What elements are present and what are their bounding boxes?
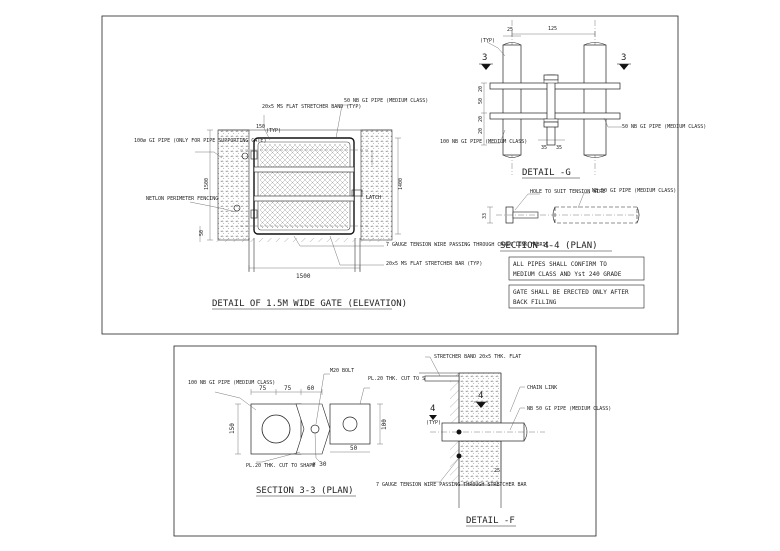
gate-netlon-label: NETLON PERIMETER FENCING (146, 196, 218, 202)
detail-g-left-pipe (502, 44, 522, 156)
detail-g-title: DETAIL -G (522, 168, 571, 178)
gate-pipe-100-label: 100ø GI PIPE (ONLY FOR PIPE SUPPORTING G… (134, 138, 266, 144)
detail-g-dim-20c: 20 (478, 128, 484, 134)
top-frame (101, 15, 679, 335)
gate-pipe-50-label: 50 NB GI PIPE (MEDIUM CLASS) (344, 98, 428, 104)
detail-f-typ: (TYP) (426, 420, 441, 426)
section-3-3-plate-bottom: PL.20 THK. CUT TO SHAPE (246, 463, 315, 469)
detail-g-section-mark-right: 3 (621, 53, 626, 63)
detail-g-dim-20a: 20 (478, 86, 484, 92)
detail-f-pipe-label: NB 50 GI PIPE (MEDIUM CLASS) (527, 406, 611, 412)
detail-g-bolt (546, 74, 556, 146)
section-3-3-dim-30: ø 30 (312, 461, 327, 468)
gate-stretcher-bar-label: 20x5 MS FLAT STRETCHER BAR (TYP) (386, 261, 482, 267)
detail-f-section-mark: 4 (478, 391, 483, 401)
section-3-3-dim-75a: 75 (259, 385, 267, 392)
section-3-3-pipe-100 (261, 414, 291, 444)
detail-f-stretcher-band: STRETCHER BAND 20x5 THK. FLAT (434, 354, 521, 360)
detail-g-dim-35a: 35 (541, 145, 547, 151)
section-3-3-dim-50: 50 (350, 445, 358, 452)
note-1-line-2: MEDIUM CLASS AND Yst 240 GRADE (513, 271, 622, 278)
section-3-3-pipe-100-label: 100 NB GI PIPE (MEDIUM CLASS) (188, 380, 275, 386)
section-4-4-pipe-label: NB 50 GI PIPE (MEDIUM CLASS) (592, 188, 676, 194)
gate-mesh (260, 144, 348, 228)
gate-tension-wire-label: 7 GAUGE TENSION WIRE PASSING THROUGH CHA… (386, 242, 552, 248)
section-3-3 (214, 373, 383, 463)
gate-dim-1400: 1400 (398, 178, 404, 190)
detail-g-dim-35b: 35 (556, 145, 562, 151)
right-post (360, 129, 393, 241)
left-post (217, 129, 250, 241)
detail-g-dim-125: 125 (548, 26, 557, 32)
gate-dim-1500: 1500 (296, 273, 311, 280)
gate-typ-label: (TYP) (266, 128, 281, 134)
section-3-3-dim-75b: 75 (284, 385, 292, 392)
section-3-3-dim-150: 150 (229, 423, 236, 434)
section-4-4-title: SECTION 4-4 (PLAN) (500, 241, 598, 251)
detail-f-section-mark-left: 4 (430, 404, 435, 414)
detail-g-pipe-100: 100 NB GI PIPE (MEDIUM CLASS) (440, 139, 527, 145)
section-3-3-right-plate (329, 403, 371, 445)
gate-elevation (189, 104, 401, 272)
detail-g-dim-25: 25 (507, 27, 513, 33)
detail-g-pipe-50: 50 NB GI PIPE (MEDIUM CLASS) (622, 124, 706, 130)
gate-dim-left: 1500 (204, 178, 210, 190)
detail-g-dim-20b: 20 (478, 116, 484, 122)
detail-f (419, 356, 545, 508)
gate-latch-label: LATCH (366, 195, 381, 201)
note-2-line-2: BACK FILLING (513, 299, 557, 306)
note-2-box (508, 284, 645, 309)
section-4-4-dim-33: 33 (482, 213, 488, 219)
section-4-4-hole: HOLE TO SUIT TENSION WIRE (530, 189, 605, 195)
detail-g-dim-50: 50 (478, 98, 484, 104)
gate-elevation-title: DETAIL OF 1.5M WIDE GATE (ELEVATION) (212, 299, 407, 309)
gate-frame (253, 137, 355, 235)
detail-f-chain-link: CHAIN LINK (527, 385, 557, 391)
gate-dim-50: 50 (199, 230, 205, 236)
section-4-4 (487, 192, 640, 224)
section-3-3-pipe-50 (342, 416, 358, 432)
section-3-3-dim-100: 100 (381, 419, 388, 430)
section-3-3-plate-top: PL.20 THK. CUT TO SHAPE (368, 376, 437, 382)
detail-f-title: DETAIL -F (466, 516, 515, 526)
detail-f-lower-wall (458, 440, 502, 486)
section-3-3-title: SECTION 3-3 (PLAN) (256, 486, 354, 496)
note-1-box (508, 256, 645, 281)
gate-stretcher-band-label: 20x5 MS FLAT STRETCHER BAND (TYP) (262, 104, 361, 110)
detail-g-typ: (TYP) (480, 38, 495, 44)
note-1-line-1: ALL PIPES SHALL CONFIRM TO (513, 261, 607, 268)
detail-f-tension-wire: 7 GAUGE TENSION WIRE PASSING THROUGH STR… (376, 482, 528, 488)
detail-g (479, 20, 631, 175)
section-3-3-dim-60: 60 (307, 385, 315, 392)
detail-f-dim-25: 25 (494, 468, 500, 474)
detail-g-section-mark-left: 3 (482, 53, 487, 63)
bottom-frame (173, 345, 597, 537)
section-3-3-left-plate (250, 403, 302, 455)
section-3-3-bolt-label: M20 BOLT (330, 368, 354, 374)
detail-g-right-pipe (583, 44, 607, 156)
note-2-line-1: GATE SHALL BE ERECTED ONLY AFTER (513, 289, 629, 296)
gate-dim-150: 150 (256, 124, 265, 130)
